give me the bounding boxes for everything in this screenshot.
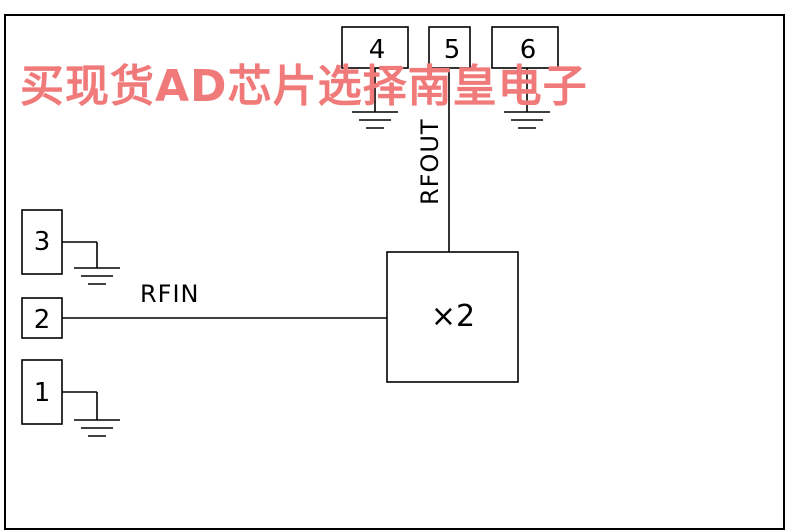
rfout-label: RFOUT	[416, 118, 444, 205]
pin-4-ground	[352, 68, 398, 129]
pin-2: 2	[21, 297, 63, 339]
pin-3: 3	[21, 209, 63, 275]
outer-frame	[4, 14, 785, 530]
pin-6: 6	[491, 26, 559, 69]
rfin-label: RFIN	[140, 280, 200, 308]
pin-5: 5	[428, 26, 471, 69]
pin-3-number: 3	[34, 227, 51, 257]
block-function: ×2	[431, 299, 475, 334]
pin-3-ground	[62, 241, 120, 285]
pin-4-number: 4	[369, 35, 386, 65]
pin-2-number: 2	[34, 305, 51, 335]
frequency-doubler-block: ×2	[386, 251, 519, 383]
pin-1: 1	[21, 359, 63, 425]
watermark-text: 买现货AD芯片选择南皇电子	[20, 61, 588, 112]
pin-5-number: 5	[444, 35, 461, 65]
pin-1-number: 1	[34, 378, 51, 408]
pin-6-number: 6	[520, 35, 537, 65]
pin-1-ground	[62, 391, 120, 437]
pin-6-ground	[504, 68, 550, 129]
